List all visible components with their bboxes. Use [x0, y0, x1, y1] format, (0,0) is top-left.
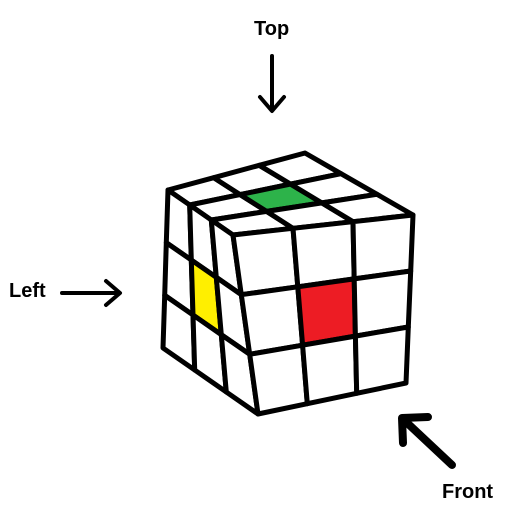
top-face: [165, 150, 416, 238]
front-sticker: [350, 212, 416, 282]
top-label: Top: [254, 18, 290, 40]
front-arrow: [398, 413, 456, 469]
front-sticker: [352, 324, 411, 396]
front-sticker: [230, 225, 301, 298]
front-label: Front: [442, 481, 494, 503]
front-sticker: [247, 342, 310, 417]
left-face: [160, 187, 261, 417]
top-arrow: [258, 54, 286, 113]
front-sticker: [238, 284, 306, 357]
front-sticker: [300, 333, 360, 407]
front-face: [230, 212, 416, 417]
front-sticker: [290, 219, 357, 290]
left-arrow: [60, 279, 122, 307]
left-label: Left: [9, 280, 46, 302]
